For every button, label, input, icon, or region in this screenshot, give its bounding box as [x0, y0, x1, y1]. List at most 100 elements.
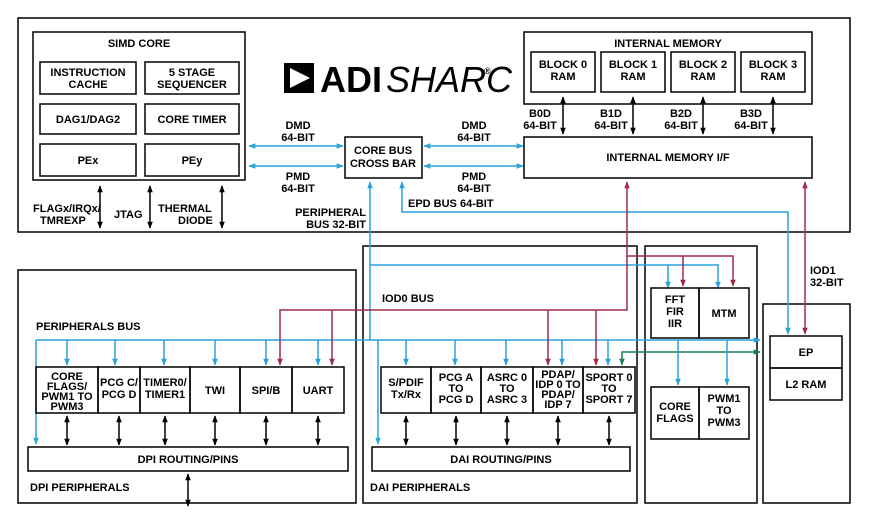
core-timer-block: [144, 103, 240, 135]
core-bus-crossbar: [344, 136, 423, 179]
dpi-routing-pins: [27, 446, 349, 472]
b0d-label-2: 64-BIT: [523, 120, 557, 132]
block2-label: BLOCK 2: [679, 59, 727, 71]
svg-text:FLAGx/IRQx/TMREXP: FLAGx/IRQx/TMREXP: [33, 203, 101, 227]
pey-block: [144, 143, 240, 177]
dai-routing-label: DAI ROUTING/PINS: [450, 454, 551, 466]
pmd-right-label: PMD: [462, 171, 487, 183]
b2d-label-2: 64-BIT: [664, 120, 698, 132]
dai-pdap-label-2: IDP 0 TO: [535, 379, 581, 391]
dpi-spi-label: SPI/B: [252, 385, 281, 397]
core-flags-right-label: CORE: [659, 401, 691, 413]
dai-routing-pins: [371, 446, 631, 472]
dai-pcg-label-3: PCG D: [439, 394, 474, 406]
block1-ram: [600, 51, 666, 93]
dpi-uart-label: UART: [303, 385, 334, 397]
dai-sport-block: [582, 366, 636, 414]
b1d-label-2: 64-BIT: [594, 120, 628, 132]
core-flags-right-label-2: FLAGS: [656, 413, 693, 425]
accelerator-boundary: [644, 245, 758, 504]
internal-memory-if: [523, 136, 813, 179]
dpi-peripherals-label: DPI PERIPHERALS: [30, 482, 130, 494]
sequencer-block: [144, 61, 240, 95]
dai-sport-label-3: SPORT 7: [585, 394, 632, 406]
block0-label: BLOCK 0: [539, 59, 587, 71]
svg-text:PCG C/PCG D: PCG C/PCG D: [100, 377, 138, 401]
pex-block: [39, 143, 137, 177]
sport-ep-link: [619, 349, 761, 366]
dai-sport-label: SPORT 0: [585, 372, 632, 384]
internal-memory-title: INTERNAL MEMORY: [614, 38, 722, 50]
b0d-label: B0D: [529, 108, 551, 120]
sequencer-label-2: SEQUENCER: [157, 79, 227, 91]
iod0-mtm: [683, 255, 736, 287]
instruction-cache-label-2: CACHE: [68, 79, 107, 91]
pmd-left-label-2: 64-BIT: [281, 183, 315, 195]
dpi-core-flags-label-2: FLAGS/: [47, 381, 87, 393]
l2-ram-label: L2 RAM: [786, 379, 827, 391]
b3d-label-2: 64-BIT: [734, 120, 768, 132]
block3-label: BLOCK 3: [749, 59, 797, 71]
iod0-upper: [624, 181, 686, 287]
dai-pcg-label-2: TO: [448, 383, 464, 395]
peripherals-bus-label: PERIPHERALS BUS: [36, 321, 141, 333]
block2-ram: [670, 51, 736, 93]
dai-pdap-label-4: IDP 7: [544, 399, 571, 411]
epd-label: EPD BUS 64-BIT: [408, 198, 494, 210]
jtag-label: JTAG: [114, 209, 143, 221]
logo-brand-text: ADI: [320, 59, 382, 100]
logo-registered-mark: ®: [484, 66, 491, 76]
dai-pdap-label: PDAP/: [541, 369, 575, 381]
iod0-label: IOD0 BUS: [382, 293, 434, 305]
dpi-uart-block: [291, 366, 345, 414]
instruction-cache-label: INSTRUCTION: [50, 67, 125, 79]
dag-block: [39, 103, 137, 135]
crossbar-label: CORE BUS: [354, 145, 412, 157]
b3d-label: B3D: [740, 108, 762, 120]
block3-ram: [740, 51, 806, 93]
pwm-label-3: PWM3: [708, 417, 741, 429]
iod0-bus: [277, 256, 628, 366]
mtm-block: [698, 287, 750, 339]
fft-label-2: FIR: [666, 306, 684, 318]
peripheral-trunk-right: [370, 264, 671, 289]
dpi-twi-label: TWI: [205, 385, 225, 397]
flags-label: FLAGx/IRQx/: [33, 203, 101, 215]
fft-label-3: IIR: [668, 318, 682, 330]
adi-sharc-logo: ADI SHARC ®: [284, 59, 513, 100]
dag-label: DAG1/DAG2: [56, 114, 120, 126]
thermal-label: THERMAL: [158, 203, 212, 215]
ep-label: EP: [799, 347, 814, 359]
dpi-timer-label: TIMER0/: [143, 377, 186, 389]
thermal-label-2: DIODE: [178, 215, 213, 227]
dai-pdap-label-3: PDAP/: [541, 389, 575, 401]
dpi-core-flags-label-4: PWM3: [51, 401, 84, 413]
pey-label: PEy: [182, 155, 204, 167]
block2-label-2: RAM: [690, 71, 715, 83]
block0-label-2: RAM: [550, 71, 575, 83]
dpi-core-flags-label: CORE: [51, 371, 83, 383]
dai-spdif-label-2: Tx/Rx: [391, 389, 422, 401]
iod1-label-2: 32-BIT: [810, 277, 844, 289]
iod1-label: IOD1: [810, 265, 836, 277]
